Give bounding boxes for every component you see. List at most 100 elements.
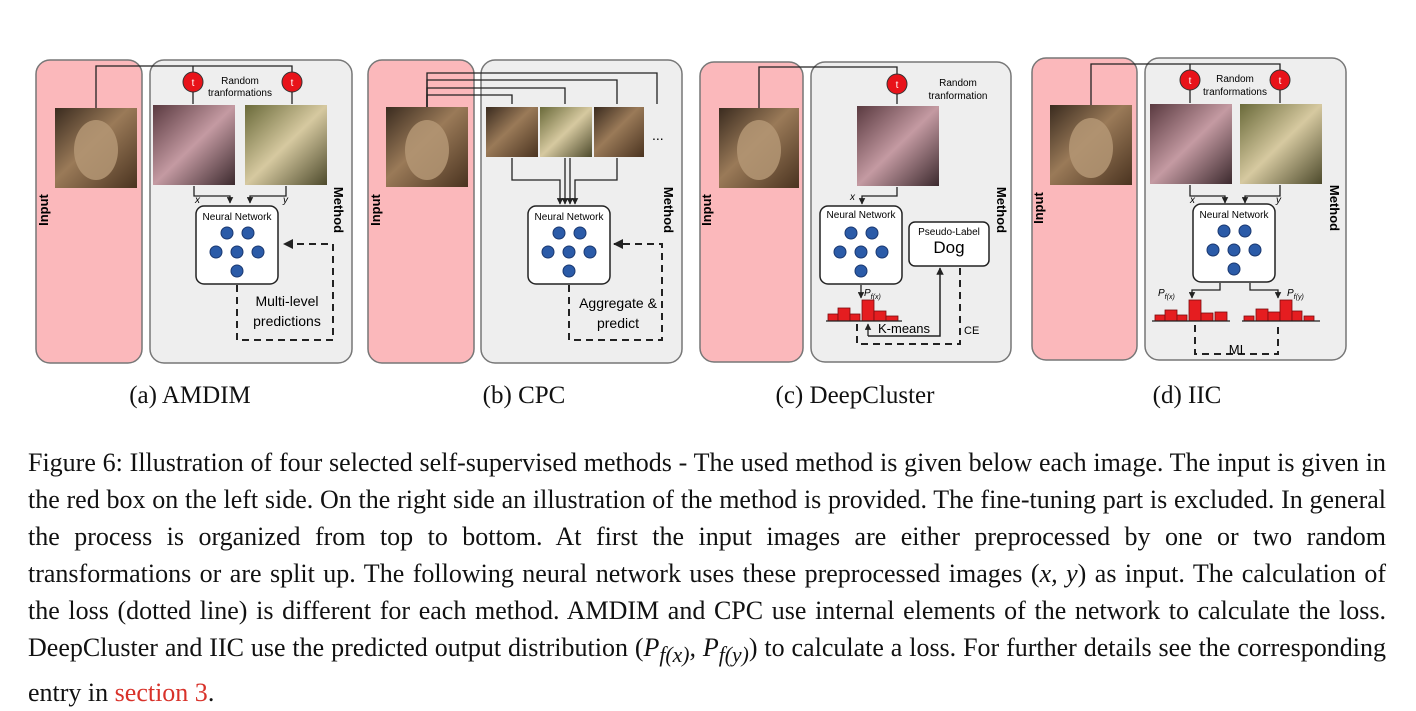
input-label: Input [368,193,383,225]
transform-text-1: Random [939,78,977,89]
network-node [1238,224,1252,238]
svg-text:t: t [291,78,294,89]
ellipsis: ... [652,127,664,143]
network-node [1206,243,1220,257]
subfigure-label-a: (a) AMDIM [129,382,251,409]
neural-network-box [195,205,279,285]
loss-text-2: predict [597,315,639,331]
network-nodes [833,226,889,278]
svg-text:t: t [896,80,899,91]
neural-network-label: Neural Network [1200,210,1270,221]
network-node [1227,262,1241,276]
panel-amdim: Input Method t t Random tranformations x… [35,59,353,364]
loss-path [568,239,663,341]
subfigure-label-d: (d) IIC [1152,382,1222,409]
panel-cpc: Input Method ... Neural Network [367,59,683,364]
input-box [35,59,143,364]
mi-loss-path [1194,325,1279,355]
network-node [541,245,555,259]
network-node [583,245,597,259]
network-node [209,245,223,259]
kmeans-path [868,267,944,337]
transformed-image-y [1240,104,1322,184]
caption-math-p1: Pf(x), Pf(y) [643,633,749,668]
y-label: y [282,195,289,206]
input-box [367,59,475,364]
neural-network-box [527,205,611,285]
subfigure-label-b: (b) CPC [482,382,566,409]
x-label: x [849,192,856,203]
ce-loss-path [856,268,961,345]
mi-label: MI [1229,342,1243,357]
network-node [241,226,255,240]
network-node [854,264,868,278]
network-node [1227,243,1241,257]
transform-text-2: tranformations [1203,87,1267,98]
network-node [552,226,566,240]
network-node [844,226,858,240]
network-node [230,245,244,259]
panel-iic: Input Method t t Random tranformations x… [1031,57,1347,361]
svg-text:t: t [1279,76,1282,87]
ce-label: CE [964,325,979,337]
neural-network-box [819,205,903,285]
network-node [833,245,847,259]
network-node [562,245,576,259]
network-node [562,264,576,278]
neural-network-label: Neural Network [535,212,605,223]
network-node [230,264,244,278]
network-node [573,226,587,240]
transformed-image-y [245,105,327,185]
input-label: Input [1031,191,1046,223]
network-node [1248,243,1262,257]
network-nodes [1206,224,1262,276]
caption-text: ) to calculate a loss. For further detai… [28,633,1387,708]
kmeans-label: K-means [878,321,931,336]
prob-right-label: Pf(y) [1287,288,1304,301]
method-label: Method [661,187,676,233]
caption-text: Figure 6: Illustration of four selected … [28,448,1386,588]
method-label: Method [331,187,346,233]
prob-left-label: Pf(x) [1158,288,1175,301]
network-node [220,226,234,240]
transform-text-1: Random [221,76,259,87]
y-label: y [1275,195,1282,206]
histogram-right [1243,299,1315,322]
svg-text:t: t [192,78,195,89]
transform-text-2: tranformation [929,91,988,102]
input-box [699,61,804,363]
connector [95,65,293,108]
network-node [251,245,265,259]
network-node [865,226,879,240]
svg-text:t: t [1189,76,1192,87]
loss-text-1: Aggregate & [579,295,657,311]
subfigure-label-c: (c) DeepCluster [775,382,935,409]
method-label: Method [994,187,1009,233]
loss-text-1: Multi-level [255,293,318,309]
x-label: x [1189,195,1196,206]
pseudo-label-title: Pseudo-Label [918,227,980,238]
split-connectors [426,72,658,107]
network-node [875,245,889,259]
input-box [1031,57,1138,361]
patch-strip [486,107,644,157]
transform-text-1: Random [1216,74,1254,85]
figure-6-diagram: Input Method t t Random tranformations x… [35,57,1347,364]
loss-path [236,239,334,341]
neural-network-label: Neural Network [827,210,897,221]
method-label: Method [1327,185,1342,231]
transformed-image-x [153,105,235,185]
network-node [854,245,868,259]
network-nodes [209,226,265,278]
input-label: Input [699,193,714,225]
prob-label: Pf(x) [864,288,881,301]
transformed-image-x [857,106,939,186]
pseudo-label-box [908,221,990,267]
neural-network-box [1192,203,1276,283]
section-3-link[interactable]: section 3 [114,678,208,708]
input-label: Input [36,193,51,225]
pseudo-label-value: Dog [933,238,964,257]
panel-deepcluster: Input Method t Random tranformation x Ne… [699,61,1012,363]
caption-math-xy: x, y [1039,559,1078,588]
x-label: x [194,195,201,206]
